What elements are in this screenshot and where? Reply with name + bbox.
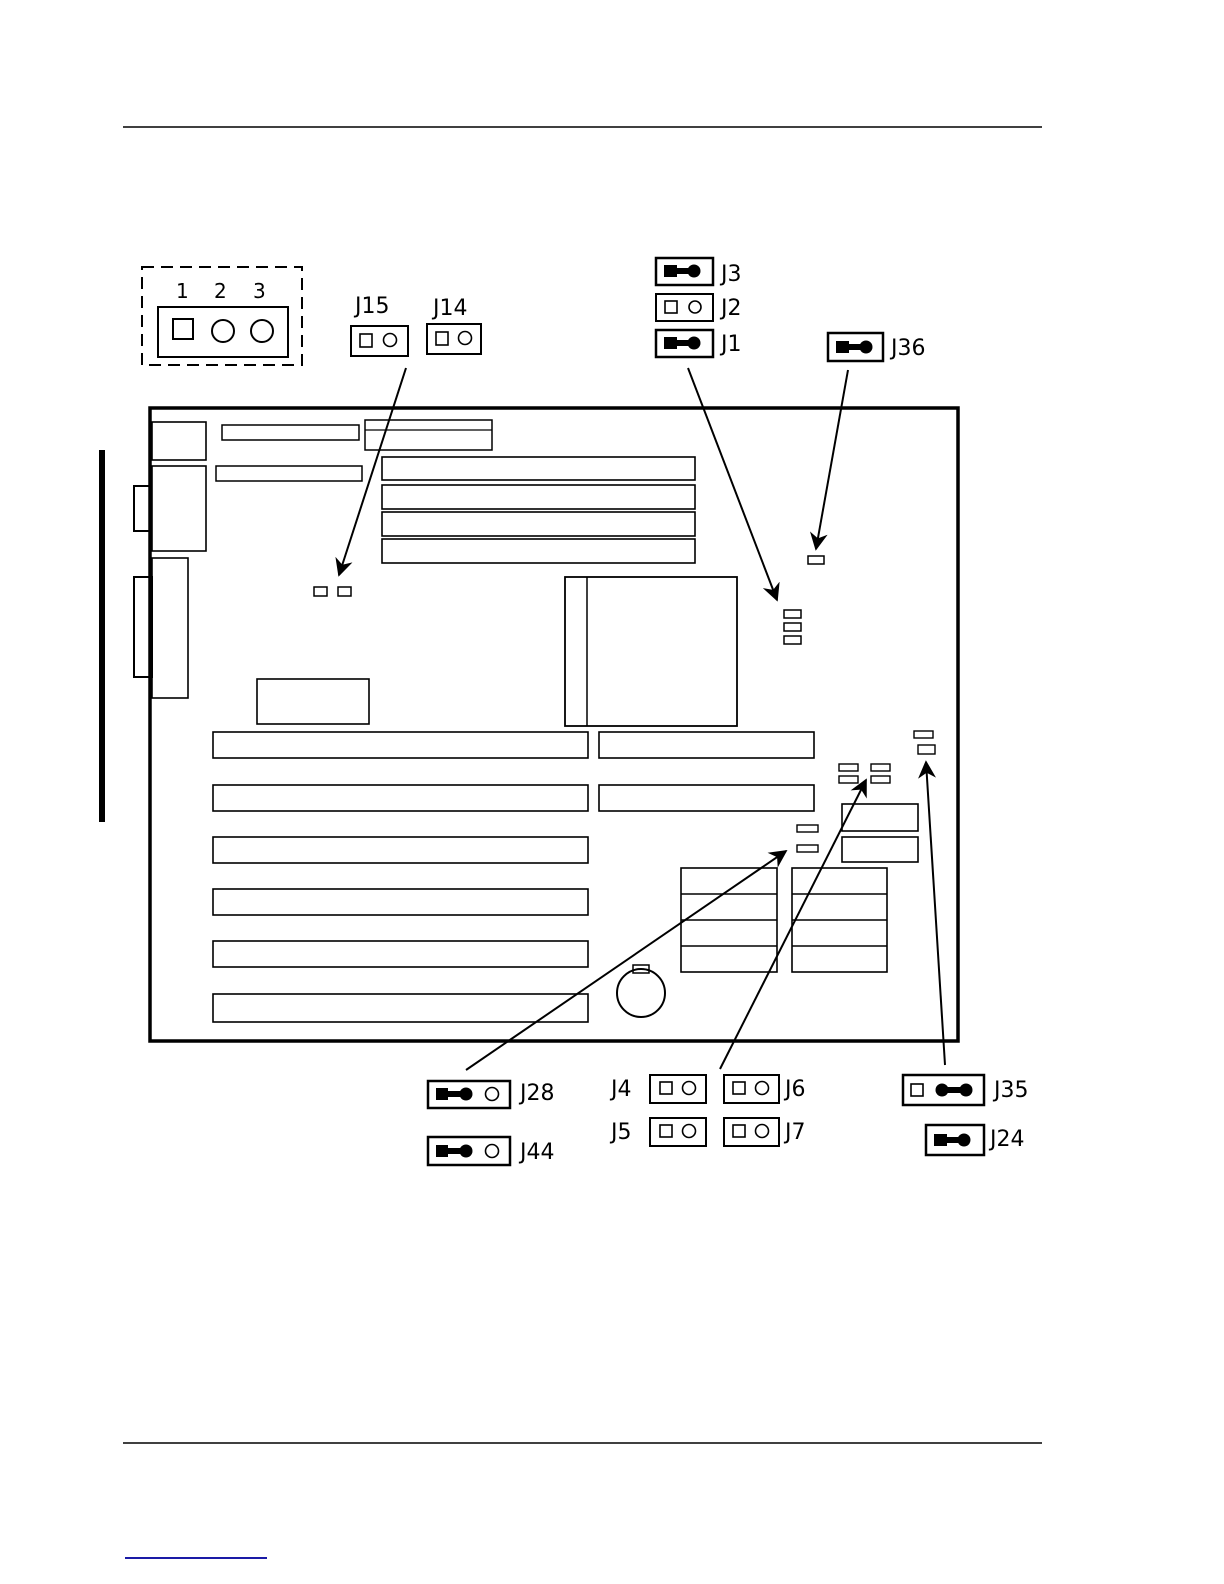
- io-bracket-middle: [134, 486, 150, 531]
- io-connector-bottom: [152, 558, 188, 698]
- expansion-slot-2: [213, 785, 588, 811]
- arrow-j1-j3: [688, 368, 777, 600]
- legend-pin-round-2: [212, 320, 234, 342]
- header-strip-1: [222, 425, 359, 440]
- board-jumper-j1: [784, 636, 801, 644]
- board-jumper-j28: [797, 825, 818, 832]
- jumper-label-j44: J44: [518, 1140, 554, 1165]
- expansion-slot-1: [213, 732, 588, 758]
- jumper-j28-detail: J28: [428, 1081, 554, 1108]
- jumper-label-j4: J4: [609, 1077, 632, 1102]
- expansion-slot-4: [213, 889, 588, 915]
- arrow-j14-j15: [339, 368, 406, 575]
- pin-legend: 1 2 3: [142, 267, 302, 365]
- arrow-j28-j44: [466, 851, 786, 1070]
- io-connector-top: [152, 422, 206, 460]
- jumper-j5-detail: J5: [609, 1118, 706, 1146]
- simm-socket-2: [382, 485, 695, 509]
- jumper-j7-detail: J7: [724, 1118, 806, 1146]
- jumper-label-j14: J14: [431, 296, 467, 321]
- jumper-j1-detail: J1: [656, 330, 742, 357]
- jumper-j35-detail: J35: [903, 1075, 1028, 1105]
- pin-number-1: 1: [176, 279, 189, 303]
- simm-socket-1: [382, 457, 695, 480]
- jumper-label-j3: J3: [719, 262, 742, 287]
- local-bus-slot-1: [599, 732, 814, 758]
- board-jumper-j44: [797, 845, 818, 852]
- board-jumper-j35: [914, 731, 933, 738]
- legend-header-box: [158, 307, 288, 357]
- expansion-slot-5: [213, 941, 588, 967]
- pin-number-3: 3: [253, 279, 266, 303]
- jumper-j15-detail: J15: [351, 294, 408, 356]
- expansion-slot-6: [213, 994, 588, 1022]
- chip: [257, 679, 369, 724]
- local-bus-slot-2: [599, 785, 814, 811]
- jumper-j24-detail: J24: [926, 1125, 1024, 1155]
- connector-block-2: [842, 837, 918, 862]
- cpu-socket: [565, 577, 737, 726]
- board-jumper-j14: [338, 587, 351, 596]
- board-jumper-j3: [784, 610, 801, 618]
- jumper-j14-detail: J14: [427, 296, 481, 354]
- pin-number-2: 2: [214, 279, 227, 303]
- battery: [617, 969, 665, 1017]
- arrow-j36: [816, 370, 848, 549]
- jumper-label-j15: J15: [353, 294, 389, 319]
- simm-socket-4: [382, 539, 695, 563]
- legend-pin-round-3: [251, 320, 273, 342]
- system-board: [134, 408, 958, 1041]
- board-jumper-j5: [839, 776, 858, 783]
- simm-socket-3: [382, 512, 695, 536]
- jumper-j36-detail: J36: [828, 333, 925, 361]
- jumper-j4-detail: J4: [609, 1075, 706, 1103]
- jumper-label-j7: J7: [783, 1120, 806, 1145]
- jumper-label-j28: J28: [518, 1081, 554, 1106]
- jumper-label-j5: J5: [609, 1120, 632, 1145]
- expansion-slot-3: [213, 837, 588, 863]
- board-jumper-j4: [839, 764, 858, 771]
- io-connector-middle: [152, 466, 206, 551]
- board-jumper-j24: [918, 745, 935, 754]
- board-jumper-j7: [871, 776, 890, 783]
- jumper-label-j35: J35: [992, 1078, 1028, 1103]
- jumper-label-j1: J1: [719, 332, 742, 357]
- arrow-j4-j7: [720, 780, 866, 1069]
- jumper-label-j24: J24: [988, 1127, 1024, 1152]
- jumper-j44-detail: J44: [428, 1137, 554, 1165]
- jumper-label-j36: J36: [889, 336, 925, 361]
- jumper-j2-detail: J2: [656, 294, 742, 321]
- header-strip-2: [216, 466, 362, 481]
- jumper-j3-detail: J3: [656, 258, 742, 287]
- board-jumper-j6: [871, 764, 890, 771]
- connector-block-1: [842, 804, 918, 831]
- legend-pin-square: [173, 319, 193, 339]
- board-jumper-j2: [784, 623, 801, 631]
- jumper-label-j6: J6: [783, 1077, 806, 1102]
- board-jumper-j15: [314, 587, 327, 596]
- arrow-j24-j35: [926, 762, 945, 1065]
- jumper-j6-detail: J6: [724, 1075, 806, 1103]
- jumper-label-j2: J2: [719, 296, 742, 321]
- board-jumper-j36: [808, 556, 824, 564]
